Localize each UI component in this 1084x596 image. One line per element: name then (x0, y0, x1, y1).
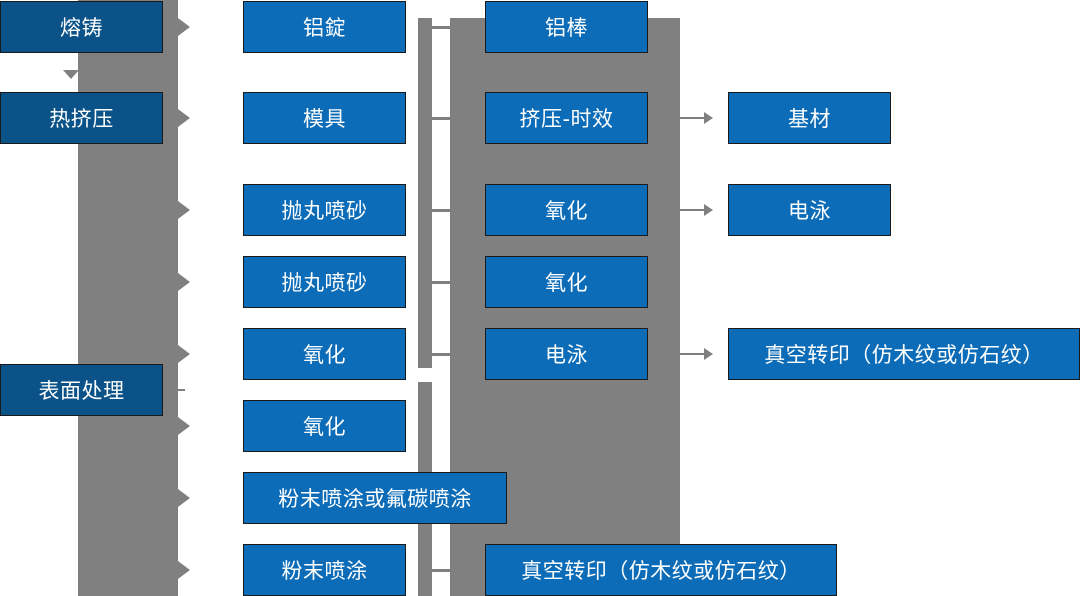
product-box-electrophoresis[interactable]: 电泳 (485, 328, 651, 383)
product-label-oxidation-2: 氧化 (545, 271, 588, 295)
final-box-substrate[interactable]: 基材 (728, 92, 894, 147)
product-box-vacuum-transfer[interactable]: 真空转印（仿木纹或仿石纹） (485, 544, 840, 596)
connector-bar-operations (418, 18, 432, 368)
connector-arrow-to-shot-blasting-1 (178, 201, 190, 219)
operation-label-powder-or-fluorocarbon: 粉末喷涂或氟碳喷涂 (278, 487, 472, 511)
stage-label-hot-extrusion: 热挤压 (49, 107, 114, 131)
product-box-extrusion-aging[interactable]: 挤压-时效 (485, 92, 651, 147)
connector-arrow-to-vacuum-transfer (704, 348, 713, 360)
operation-label-aluminum-ingot: 铝錠 (303, 16, 346, 40)
connector-arrow-to-mold (178, 109, 190, 127)
connector-tick-vacuum-transfer (430, 569, 452, 572)
connector-arrow-to-shot-blasting-2 (178, 273, 190, 291)
operation-label-shot-blasting-1: 抛丸喷砂 (281, 199, 368, 223)
connector-arrow-to-oxidation-1 (178, 345, 190, 363)
connector-arrow-to-ingot (178, 18, 190, 36)
operation-label-mold: 模具 (303, 107, 346, 131)
operation-box-oxidation-1[interactable]: 氧化 (243, 328, 409, 383)
operation-label-shot-blasting-2: 抛丸喷砂 (281, 271, 368, 295)
product-box-aluminum-bar[interactable]: 铝棒 (485, 1, 651, 56)
operation-label-oxidation-1: 氧化 (303, 343, 346, 367)
connector-arrow-to-electrophoresis (704, 204, 713, 216)
product-label-extrusion-aging: 挤压-时效 (519, 107, 614, 131)
final-box-vacuum-transfer[interactable]: 真空转印（仿木纹或仿石纹） (728, 328, 1083, 383)
product-label-oxidation-1: 氧化 (545, 199, 588, 223)
connector-arrow-to-powder-coating (178, 561, 190, 579)
connector-arrow-to-oxidation-2 (178, 417, 190, 435)
operation-box-aluminum-ingot[interactable]: 铝錠 (243, 1, 409, 56)
stage-box-hot-extrusion[interactable]: 热挤压 (0, 92, 166, 147)
operation-box-powder-coating[interactable]: 粉末喷涂 (243, 544, 409, 596)
connector-arrow-to-substrate (704, 112, 713, 124)
connector-tick-ingot (430, 26, 452, 29)
final-label-vacuum-transfer: 真空转印（仿木纹或仿石纹） (764, 343, 1044, 367)
connector-tick-mold (430, 117, 452, 120)
operation-box-mold[interactable]: 模具 (243, 92, 409, 147)
operation-box-shot-blasting-1[interactable]: 抛丸喷砂 (243, 184, 409, 239)
connector-line-substrate (680, 117, 704, 119)
final-label-electrophoresis: 电泳 (788, 199, 831, 223)
connector-tick-oxidation-b (430, 281, 452, 284)
operation-box-oxidation-2[interactable]: 氧化 (243, 400, 409, 455)
final-label-substrate: 基材 (788, 107, 831, 131)
operation-box-powder-or-fluorocarbon[interactable]: 粉末喷涂或氟碳喷涂 (243, 472, 510, 527)
product-label-aluminum-bar: 铝棒 (545, 16, 588, 40)
connector-band-main (78, 0, 178, 596)
operation-label-powder-coating: 粉末喷涂 (281, 559, 368, 583)
connector-arrow-to-powder-fluorocarbon (178, 489, 190, 507)
connector-line-surface-treatment (163, 389, 185, 391)
stage-box-melting[interactable]: 熔铸 (0, 1, 166, 56)
product-label-electrophoresis: 电泳 (545, 343, 588, 367)
connector-line-vacuum-transfer (680, 353, 704, 355)
connector-tick-electrophoresis (430, 353, 452, 356)
operation-label-oxidation-2: 氧化 (303, 415, 346, 439)
connector-down-arrow-melting-to-extrusion (63, 70, 79, 79)
product-box-oxidation-1[interactable]: 氧化 (485, 184, 651, 239)
connector-tick-oxidation-a (430, 209, 452, 212)
final-box-electrophoresis[interactable]: 电泳 (728, 184, 894, 239)
operation-box-shot-blasting-2[interactable]: 抛丸喷砂 (243, 256, 409, 311)
stage-label-surface-treatment: 表面处理 (38, 379, 125, 403)
stage-label-melting: 熔铸 (60, 16, 103, 40)
stage-box-surface-treatment[interactable]: 表面处理 (0, 364, 166, 419)
connector-line-electrophoresis (680, 209, 704, 211)
product-label-vacuum-transfer: 真空转印（仿木纹或仿石纹） (521, 559, 801, 583)
product-box-oxidation-2[interactable]: 氧化 (485, 256, 651, 311)
